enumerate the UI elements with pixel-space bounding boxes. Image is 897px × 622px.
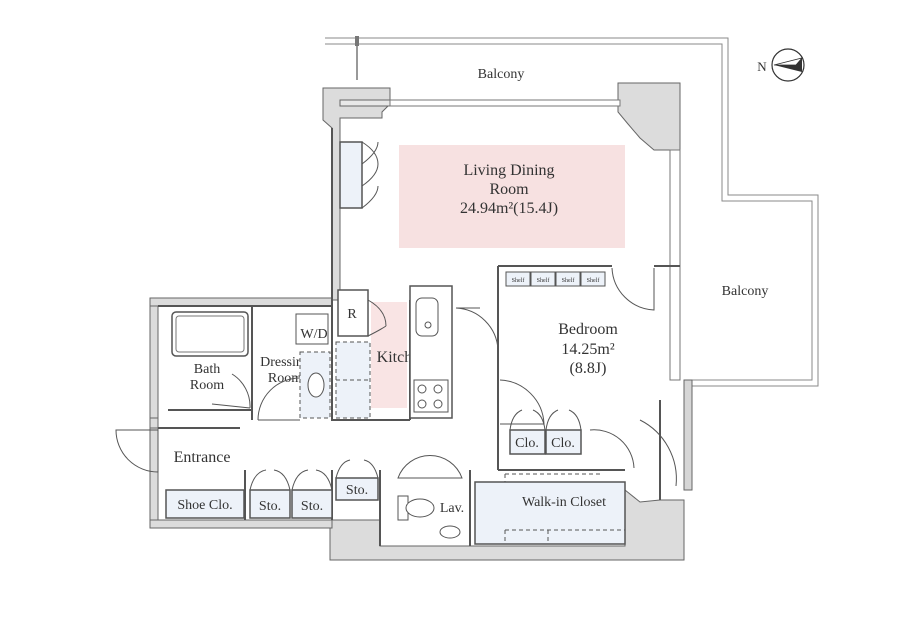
bedroom-balcony-door-swing	[611, 267, 655, 311]
lavatory-sink	[439, 525, 461, 539]
closet-2-label: Clo.	[551, 436, 575, 451]
compass	[771, 48, 805, 82]
washer-dryer-area	[295, 313, 329, 345]
washer-dryer-label: W/D	[300, 327, 327, 342]
dressing-room-line1: Dressing	[260, 355, 310, 370]
shelf-3-label: Shelf	[562, 277, 575, 284]
railing-post	[355, 36, 359, 80]
storage-2-label: Sto.	[301, 499, 323, 514]
balcony-top-label: Balcony	[478, 67, 525, 82]
kitchen-counter	[409, 285, 453, 419]
bathtub	[171, 311, 249, 357]
bath-door-swing	[211, 373, 251, 409]
shelf-1-label: Shelf	[512, 277, 525, 284]
bedroom-shelves	[505, 271, 606, 287]
closet-1-label: Clo.	[515, 436, 539, 451]
refrigerator-label: R	[347, 307, 357, 322]
dressing-door-swing	[257, 377, 301, 421]
living-closet	[339, 141, 379, 209]
kitchen-door-swing	[455, 307, 499, 351]
dressing-room-line2: Room	[268, 371, 302, 386]
refrigerator	[337, 289, 387, 337]
shoe-closet-label: Shoe Clo.	[177, 498, 232, 513]
lavatory-label: Lav.	[440, 501, 464, 516]
bedroom-entry-door-swing	[499, 379, 545, 425]
bedroom-side-door-swing	[639, 419, 677, 487]
living-room-name-line1: Living Dining	[463, 162, 554, 179]
kitchen-pantry	[335, 341, 371, 419]
bedroom-name: Bedroom	[558, 321, 618, 338]
bedroom-tatami: (8.8J)	[570, 360, 607, 377]
walls	[149, 82, 693, 561]
storage-units	[249, 459, 379, 519]
living-room-highlight	[399, 145, 625, 248]
shelf-2-label: Shelf	[537, 277, 550, 284]
toilet	[397, 495, 435, 521]
compass-north-label: N	[757, 59, 767, 74]
washbasin	[299, 351, 331, 419]
lavatory-door-swing	[397, 454, 463, 479]
living-room-name-line2: Room	[489, 181, 529, 198]
bedroom-area: 14.25m²	[561, 341, 614, 358]
shoe-closet	[165, 489, 245, 519]
bedroom-closets	[509, 409, 582, 455]
balcony-railing	[325, 37, 819, 387]
storage-1-label: Sto.	[259, 499, 281, 514]
storage-3-label: Sto.	[346, 483, 368, 498]
bath-room-line2: Room	[190, 378, 224, 393]
balcony-right-label: Balcony	[722, 284, 769, 299]
walk-in-closet-label: Walk-in Closet	[522, 495, 606, 510]
entrance-label: Entrance	[174, 449, 231, 466]
shelf-4-label: Shelf	[587, 277, 600, 284]
living-room-area: 24.94m²(15.4J)	[460, 200, 558, 217]
kitchen-highlight	[371, 302, 407, 408]
bath-room-line1: Bath	[194, 362, 220, 377]
entrance-door-swing	[115, 429, 159, 473]
bathtub-inner	[175, 315, 245, 353]
walk-in-closet	[474, 473, 626, 545]
walk-in-closet-door-swing	[589, 429, 635, 469]
cooktop	[413, 379, 449, 413]
